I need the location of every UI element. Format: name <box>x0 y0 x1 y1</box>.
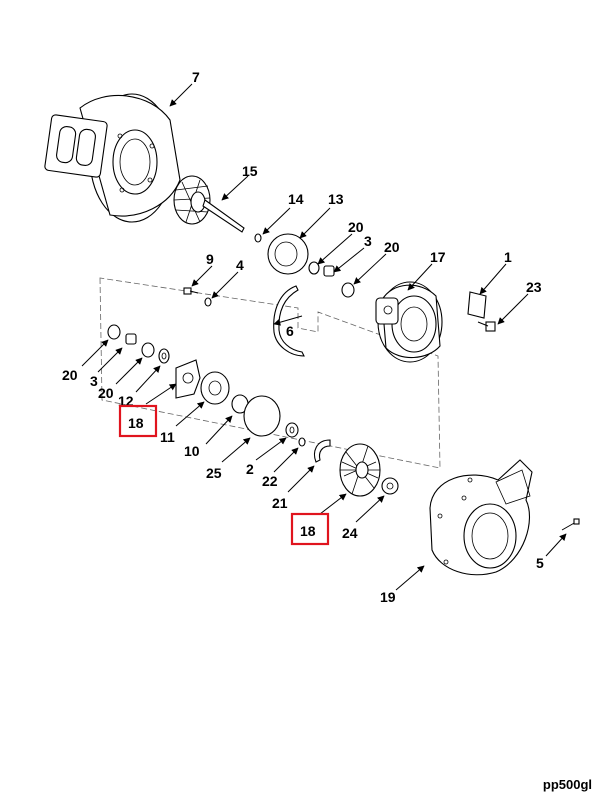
callout-retaining-ring-upper: 20 <box>348 219 364 235</box>
callout-retaining-ring-right: 20 <box>384 239 400 255</box>
thrust-collar-drawing <box>158 348 170 364</box>
callout-capscrew: 9 <box>206 251 214 267</box>
callout-labels: 7 15 14 13 20 3 20 17 1 23 9 4 6 20 3 20… <box>62 69 544 605</box>
assembly-outline <box>99 277 441 469</box>
clamp-plate-drawing <box>467 291 487 319</box>
snap-ring-drawing <box>313 439 331 463</box>
retaining-ring-right-drawing <box>341 282 355 298</box>
callout-lockwasher: 4 <box>236 257 244 273</box>
turbine-housing-drawing <box>44 93 181 223</box>
retaining-ring-left-drawing <box>107 324 121 340</box>
flinger-drawing <box>285 422 299 438</box>
callout-seal-ring: 22 <box>262 473 278 489</box>
callout-flinger: 2 <box>246 461 254 477</box>
callout-turbine-housing: 7 <box>192 69 200 85</box>
callout-piston-ring: 14 <box>288 191 304 207</box>
callout-thrust-plate: 11 <box>160 429 175 445</box>
lockwasher-drawing <box>204 297 212 307</box>
callout-clamp-plate: 1 <box>504 249 512 265</box>
callout-screw: 5 <box>536 555 544 571</box>
highlight-box-thrust-bearing <box>118 404 158 438</box>
callout-bearing-left: 3 <box>90 373 98 389</box>
capscrew-clamp-drawing <box>477 321 496 332</box>
bearing-left-drawing <box>125 333 137 345</box>
piston-ring-drawing <box>254 233 262 243</box>
callout-o-ring: 25 <box>206 465 222 481</box>
screw-drawing <box>561 518 580 531</box>
callout-retaining-ring-left: 20 <box>62 367 78 383</box>
compressor-wheel-drawing <box>339 443 381 497</box>
thrust-plate-drawing <box>200 371 230 405</box>
callout-locknut: 24 <box>342 525 358 541</box>
callout-heat-shield: 13 <box>328 191 344 207</box>
bearing-housing-drawing <box>375 281 443 363</box>
seal-ring-drawing <box>298 437 306 447</box>
callout-insert: 10 <box>184 443 200 459</box>
callout-turbine-wheel-shaft: 15 <box>242 163 258 179</box>
retaining-ring-left-lower-drawing <box>141 342 155 358</box>
callout-capscrew-clamp: 23 <box>526 279 542 295</box>
callout-compressor-wheel: 18 <box>300 523 316 539</box>
capscrew-drawing <box>183 287 199 295</box>
highlight-box-compressor-wheel <box>290 512 330 546</box>
turbine-wheel-drawing <box>173 175 245 233</box>
locknut-drawing <box>381 477 399 495</box>
retaining-ring-upper-drawing <box>308 261 320 275</box>
callout-compressor-housing: 19 <box>380 589 396 605</box>
callout-snap-ring: 21 <box>272 495 288 511</box>
callout-retaining-ring-left-lower: 20 <box>98 385 114 401</box>
callout-bearing-upper: 3 <box>364 233 372 249</box>
callout-bearing-housing: 17 <box>430 249 446 265</box>
thrust-bearing-drawing <box>175 359 201 399</box>
compressor-housing-drawing <box>429 459 533 576</box>
callout-v-band-clamp: 6 <box>286 323 294 339</box>
leader-lines <box>81 83 567 591</box>
heat-shield-drawing <box>267 233 309 275</box>
callout-thrust-bearing: 18 <box>128 415 144 431</box>
bearing-upper-drawing <box>323 265 335 277</box>
v-band-clamp-drawing <box>273 285 305 357</box>
o-ring-drawing <box>243 395 281 437</box>
figure-reference-code: pp500gl <box>542 777 592 792</box>
